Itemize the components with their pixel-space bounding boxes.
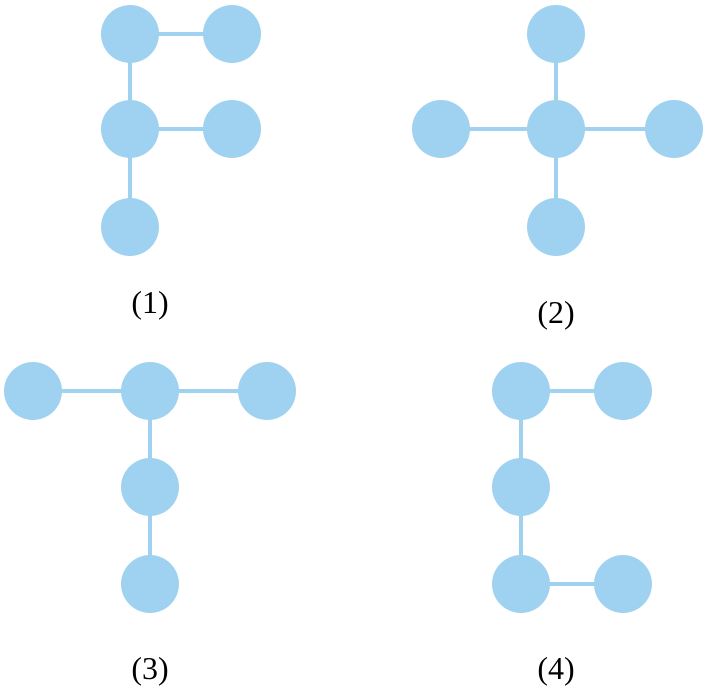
figure-1-nodes — [101, 5, 261, 256]
node — [594, 362, 652, 420]
node — [594, 555, 652, 613]
node — [101, 5, 159, 63]
node — [645, 100, 703, 158]
figure-4-label: (4) — [537, 650, 574, 686]
figure-4: (4) — [492, 362, 652, 686]
node — [203, 5, 261, 63]
figure-2-nodes — [412, 5, 703, 256]
node — [121, 555, 179, 613]
node — [203, 100, 261, 158]
node — [527, 100, 585, 158]
node — [492, 362, 550, 420]
figure-2: (2) — [412, 5, 703, 330]
node — [238, 362, 296, 420]
node — [121, 362, 179, 420]
node — [492, 555, 550, 613]
node — [4, 362, 62, 420]
figure-1-label: (1) — [131, 284, 168, 320]
node — [527, 5, 585, 63]
node — [527, 198, 585, 256]
figure-4-nodes — [492, 362, 652, 613]
node — [101, 100, 159, 158]
figure-2-label: (2) — [537, 294, 574, 330]
figure-1: (1) — [101, 5, 261, 320]
figure-3-label: (3) — [131, 650, 168, 686]
node — [412, 100, 470, 158]
node — [492, 458, 550, 516]
node — [101, 198, 159, 256]
figure-3: (3) — [4, 362, 296, 686]
node — [121, 458, 179, 516]
figure-3-nodes — [4, 362, 296, 613]
